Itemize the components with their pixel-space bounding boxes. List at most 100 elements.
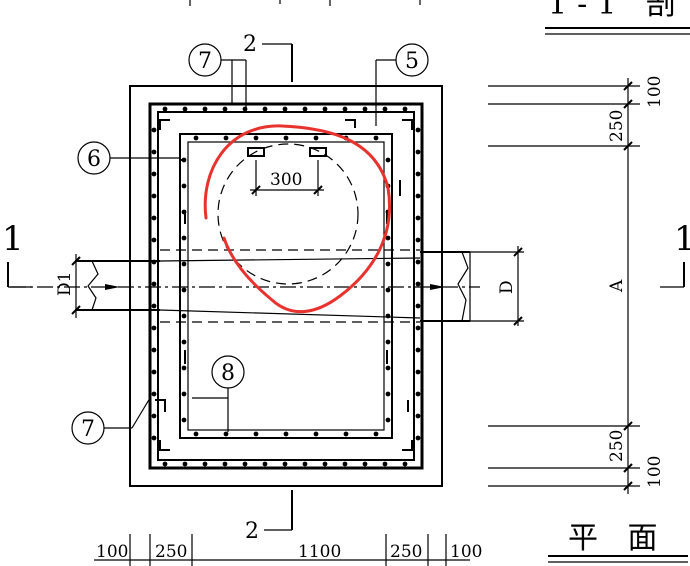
callout-6: 6 <box>77 141 180 175</box>
rebar-dot <box>151 127 157 133</box>
rebar-dot <box>222 461 228 467</box>
rebar-dot <box>283 135 289 141</box>
pipe-out-label: D <box>497 280 517 294</box>
callout-8: 8 <box>192 355 245 432</box>
rebar-dot <box>151 193 157 199</box>
svg-text:1: 1 <box>2 219 24 259</box>
rebar-dot <box>362 461 368 467</box>
rebar-dot <box>385 417 391 423</box>
rebar-dot <box>382 106 388 112</box>
rebar-dot <box>162 461 168 467</box>
rebar-dot <box>242 461 248 467</box>
outer-boundary <box>129 85 443 487</box>
callout-5: 5 <box>375 43 429 126</box>
rebar-dot <box>415 435 421 441</box>
rebar-dot <box>151 237 157 243</box>
rebar-dot <box>385 261 391 267</box>
dim-bottom-100-right: 100 <box>450 542 482 562</box>
rebar-dot <box>385 339 391 345</box>
bottom-dimension-chain: 100 250 1100 250 100 <box>94 534 482 566</box>
rebar-dot <box>181 365 187 371</box>
dim-right-250-bottom: 250 <box>607 430 627 462</box>
rebar-dot <box>313 135 319 141</box>
overall-dimension-label: A <box>607 279 627 293</box>
rebar-dot <box>373 431 379 437</box>
rebar-dot <box>193 431 199 437</box>
svg-text:8: 8 <box>221 361 235 386</box>
rebar-dot <box>415 215 421 221</box>
dim-right-100-top: 100 <box>645 76 665 108</box>
rebar-dot <box>181 417 187 423</box>
rebar-dot <box>385 287 391 293</box>
rebar-dot <box>181 209 187 215</box>
plan-title-group: 平 面 <box>548 521 688 563</box>
callout-7-top: 7 <box>188 43 247 112</box>
rebar-dot <box>415 369 421 375</box>
rebar-dot <box>253 431 259 437</box>
svg-text:1: 1 <box>674 219 690 259</box>
rebar-dot <box>385 235 391 241</box>
rebar-dot <box>385 313 391 319</box>
section-mark-bottom: 2 <box>245 490 293 544</box>
svg-text:2: 2 <box>243 32 257 57</box>
rebar-dot <box>302 461 308 467</box>
rebar-dot <box>181 339 187 345</box>
section-title-group: 1-1 剖 面 <box>189 0 690 35</box>
rebar-dot <box>151 391 157 397</box>
chamber-walls <box>148 102 424 470</box>
rebar-dot <box>415 347 421 353</box>
rebar-dot <box>282 106 288 112</box>
manhole-opening <box>217 143 359 285</box>
dim-right-250-top: 250 <box>607 110 627 142</box>
rebar-dot <box>193 135 199 141</box>
rebar-dot <box>151 435 157 441</box>
rebar-dot <box>415 149 421 155</box>
flow-arrow-out-icon <box>430 284 445 290</box>
rebar-dot <box>151 149 157 155</box>
rebar-dot <box>415 237 421 243</box>
rebar-dot <box>302 106 308 112</box>
rebar-dot <box>223 135 229 141</box>
rebar-dot <box>342 106 348 112</box>
right-dimension-chain: 100 250 250 100 A <box>488 76 665 494</box>
pipe-break-left <box>87 260 99 311</box>
rebar-dot <box>181 391 187 397</box>
rebar-dot <box>382 461 388 467</box>
red-annotation-circle <box>203 124 391 314</box>
rebar-dot <box>242 106 248 112</box>
rebar-dot <box>402 106 408 112</box>
rebar-dot <box>282 461 288 467</box>
rebar-dot <box>253 135 259 141</box>
rebar-dot <box>202 461 208 467</box>
rebar-dot <box>151 347 157 353</box>
rebar-dot <box>415 193 421 199</box>
rebar-dot <box>385 365 391 371</box>
dim-d: D <box>470 246 524 326</box>
manhole-lugs <box>247 147 327 157</box>
rebar-dot <box>181 235 187 241</box>
rebar-dot <box>151 215 157 221</box>
rebar-dot <box>415 171 421 177</box>
pipe-break-right <box>457 251 469 322</box>
dim-bottom-250-left: 250 <box>155 542 187 562</box>
section-mark-top: 2 <box>243 32 293 82</box>
rebar-dot <box>415 127 421 133</box>
flow-arrow-in-icon <box>105 284 120 290</box>
rebar-dot <box>223 431 229 437</box>
svg-text:5: 5 <box>405 49 419 74</box>
rebar-dot <box>343 431 349 437</box>
rebar-dot <box>181 157 187 163</box>
rebar-dot <box>415 259 421 265</box>
rebar-dot <box>373 135 379 141</box>
pipe-in-label: D1 <box>55 272 75 296</box>
dim-bottom-1100: 1100 <box>298 542 341 562</box>
dim-right-100-bottom: 100 <box>645 456 665 488</box>
wall-inner-face <box>179 133 393 439</box>
rebar-dot <box>262 461 268 467</box>
rebar-dot <box>262 106 268 112</box>
rebar-dot <box>415 281 421 287</box>
rebar-dot <box>342 461 348 467</box>
dim-bottom-250-right: 250 <box>390 542 422 562</box>
pipe <box>10 249 480 323</box>
rebar-dot <box>181 287 187 293</box>
